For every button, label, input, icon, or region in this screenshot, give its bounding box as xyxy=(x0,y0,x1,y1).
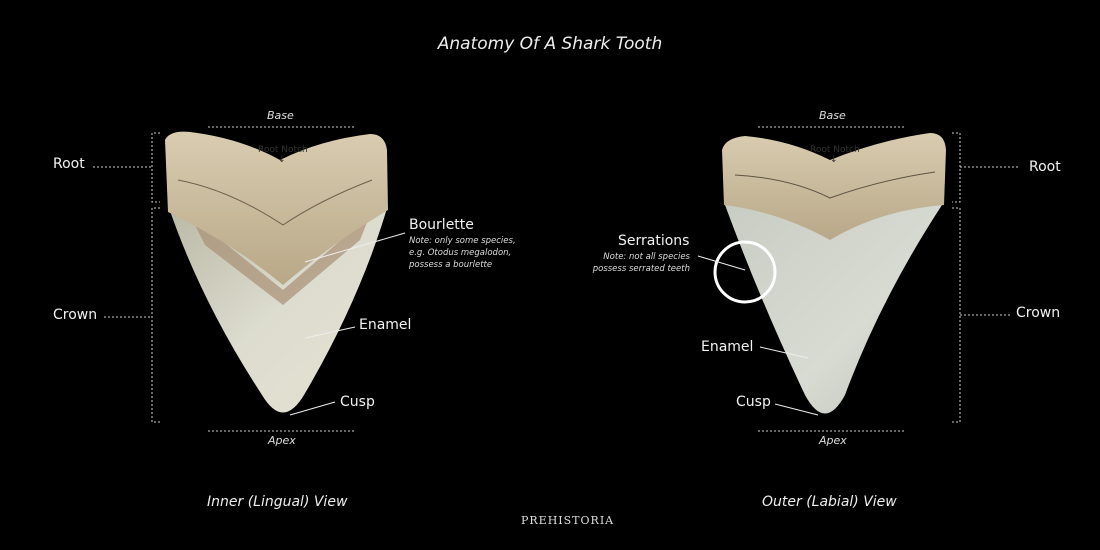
right-root-label: Root xyxy=(1029,159,1061,175)
left-view-title: Inner (Lingual) View xyxy=(207,494,348,510)
bourlette-note-line: Note: only some species, xyxy=(409,236,516,246)
labial-tooth xyxy=(713,133,946,414)
bourlette-note: Note: only some species, e.g. Otodus meg… xyxy=(409,235,516,271)
bourlette-note-line: possess a bourlette xyxy=(409,260,493,270)
left-root-notch-arrow-icon: ↓ xyxy=(278,155,286,165)
serrations-note-line: Note: not all species xyxy=(603,252,690,262)
leader-lines xyxy=(289,232,819,416)
lingual-bourlette xyxy=(190,215,370,305)
right-enamel-label: Enamel xyxy=(701,339,754,355)
serrations-note: Note: not all species possess serrated t… xyxy=(590,251,690,275)
right-view-title: Outer (Labial) View xyxy=(762,494,897,510)
right-root-notch-label: Root Notch xyxy=(810,145,860,155)
right-root-notch-arrow-icon: ↓ xyxy=(830,155,838,165)
right-apex-label: Apex xyxy=(819,434,847,447)
serrations-label: Serrations xyxy=(618,233,690,249)
left-apex-label: Apex xyxy=(268,434,296,447)
left-crown-label: Crown xyxy=(53,307,98,323)
left-enamel-label: Enamel xyxy=(359,317,412,333)
labial-crown xyxy=(725,205,942,414)
left-root-notch-label: Root Notch xyxy=(258,145,308,155)
serrations-note-line: possess serrated teeth xyxy=(592,264,690,274)
lingual-tooth xyxy=(165,131,388,413)
lingual-root xyxy=(165,131,388,285)
left-cusp-label: Cusp xyxy=(340,394,375,410)
right-cusp-label: Cusp xyxy=(736,394,771,410)
page-title: Anatomy Of A Shark Tooth xyxy=(437,34,663,54)
serrations-highlight-circle xyxy=(713,240,777,304)
measurement-brackets xyxy=(93,126,1020,432)
bourlette-note-line: e.g. Otodus megalodon, xyxy=(409,248,512,258)
left-root-label: Root xyxy=(53,156,85,172)
right-base-label: Base xyxy=(819,109,846,122)
bourlette-label: Bourlette xyxy=(409,217,474,233)
left-base-label: Base xyxy=(267,109,294,122)
prehistoria-logo: PREHISTORIA xyxy=(521,514,615,527)
right-crown-label: Crown xyxy=(1016,305,1061,321)
labial-root xyxy=(722,133,946,240)
